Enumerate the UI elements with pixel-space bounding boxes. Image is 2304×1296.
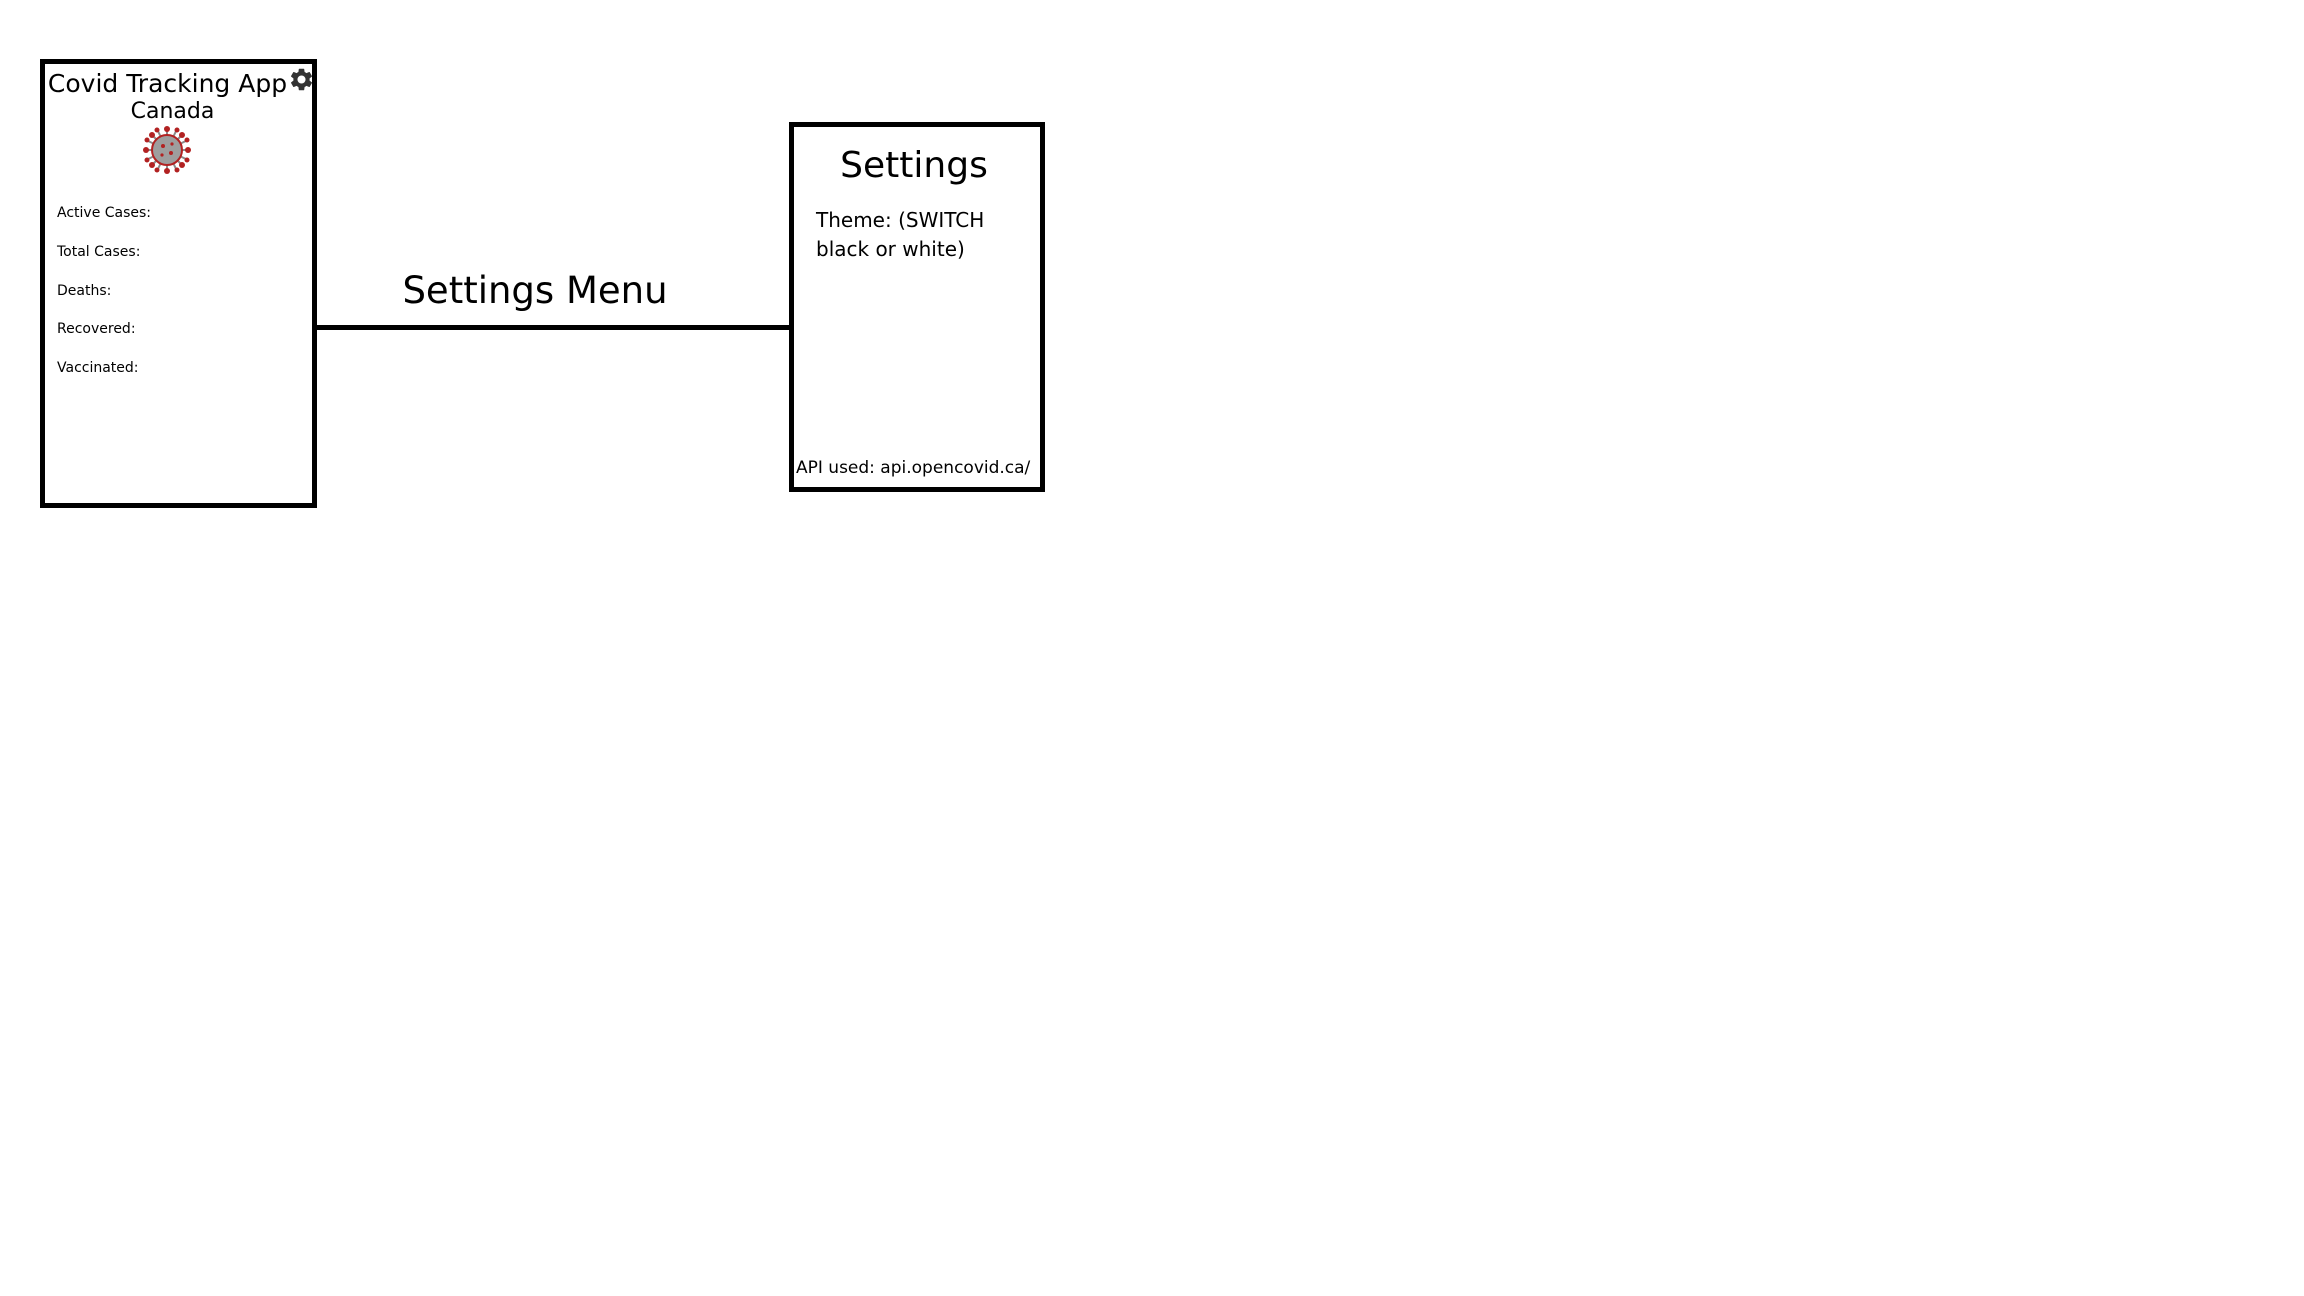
connector-label: Settings Menu xyxy=(402,269,668,312)
app-title: Covid Tracking App xyxy=(47,69,288,98)
app-subtitle: Canada xyxy=(130,99,215,124)
stat-label-recovered: Recovered: xyxy=(57,321,136,337)
connector-line xyxy=(312,325,789,330)
stat-label-deaths: Deaths: xyxy=(57,283,112,299)
main-screen-frame: Covid Tracking App Canada xyxy=(40,59,317,508)
stat-label-total-cases: Total Cases: xyxy=(57,244,141,260)
virus-icon xyxy=(143,126,191,174)
theme-switch-text[interactable]: Theme: (SWITCH black or white) xyxy=(816,208,985,261)
settings-title: Settings xyxy=(840,145,988,186)
stat-label-active-cases: Active Cases: xyxy=(57,205,152,221)
gear-icon[interactable] xyxy=(288,66,315,93)
api-source-text: API used: api.opencovid.ca/ xyxy=(796,458,1031,478)
settings-screen-frame: Settings Theme: (SWITCH black or white) … xyxy=(789,122,1045,492)
stat-label-vaccinated: Vaccinated: xyxy=(57,360,139,376)
